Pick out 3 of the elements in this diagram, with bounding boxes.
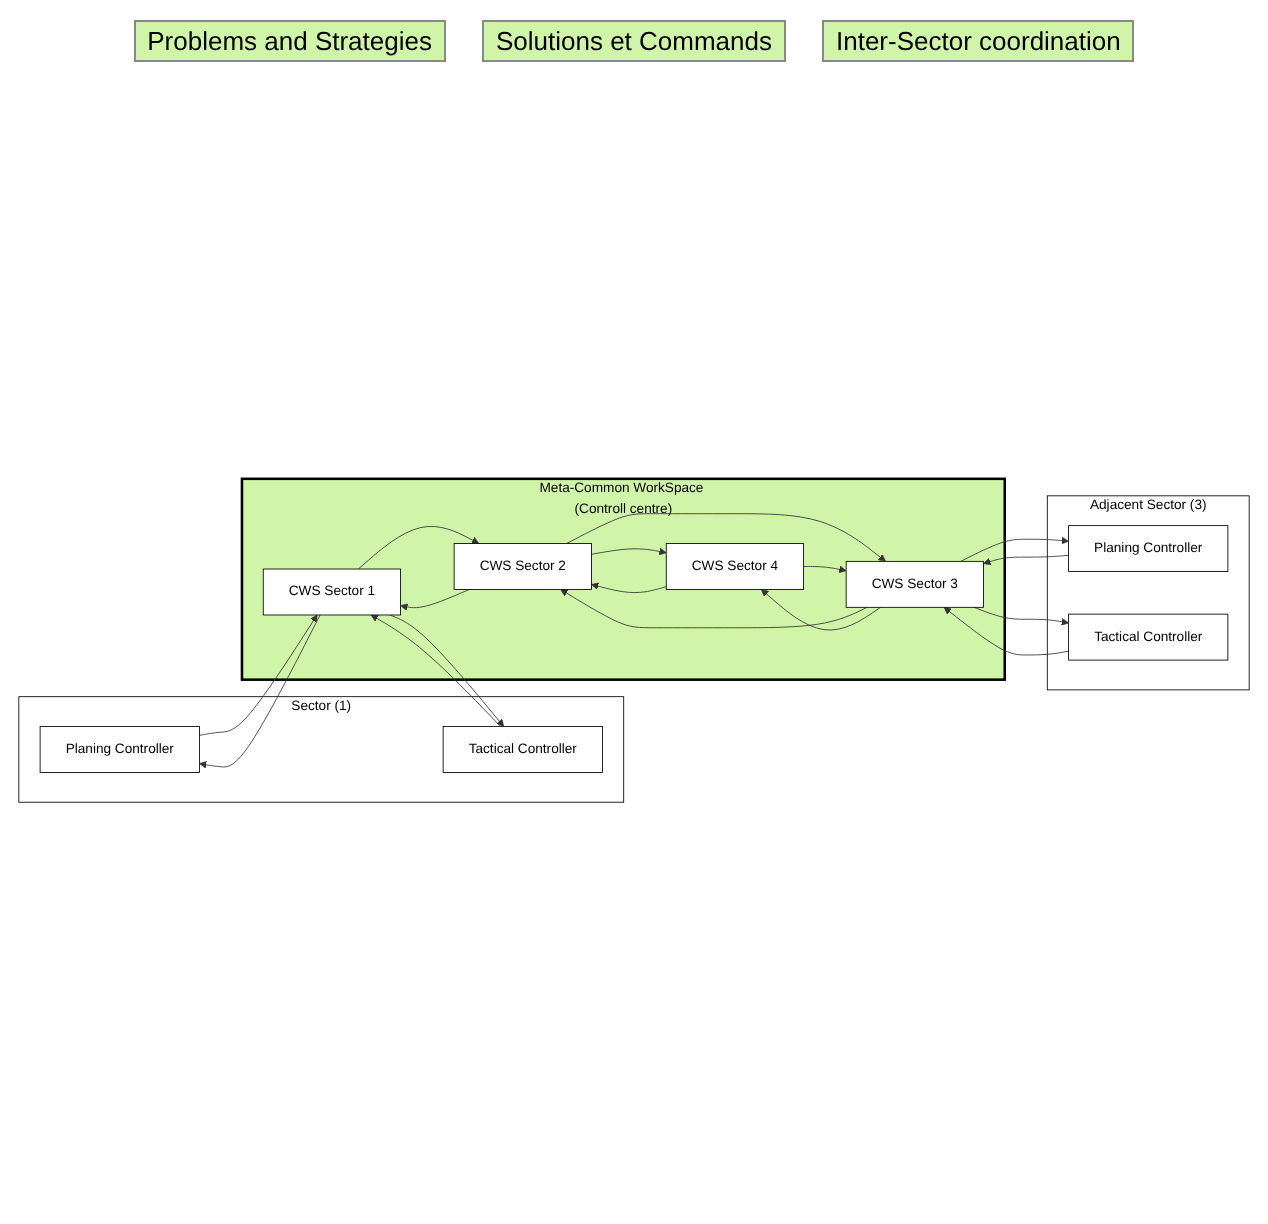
annotation-label: Inter-Sector coordination xyxy=(822,20,1135,62)
annotation-label: Solutions et Commands xyxy=(481,20,786,62)
annotation-label: Problems and Strategies xyxy=(133,20,446,62)
